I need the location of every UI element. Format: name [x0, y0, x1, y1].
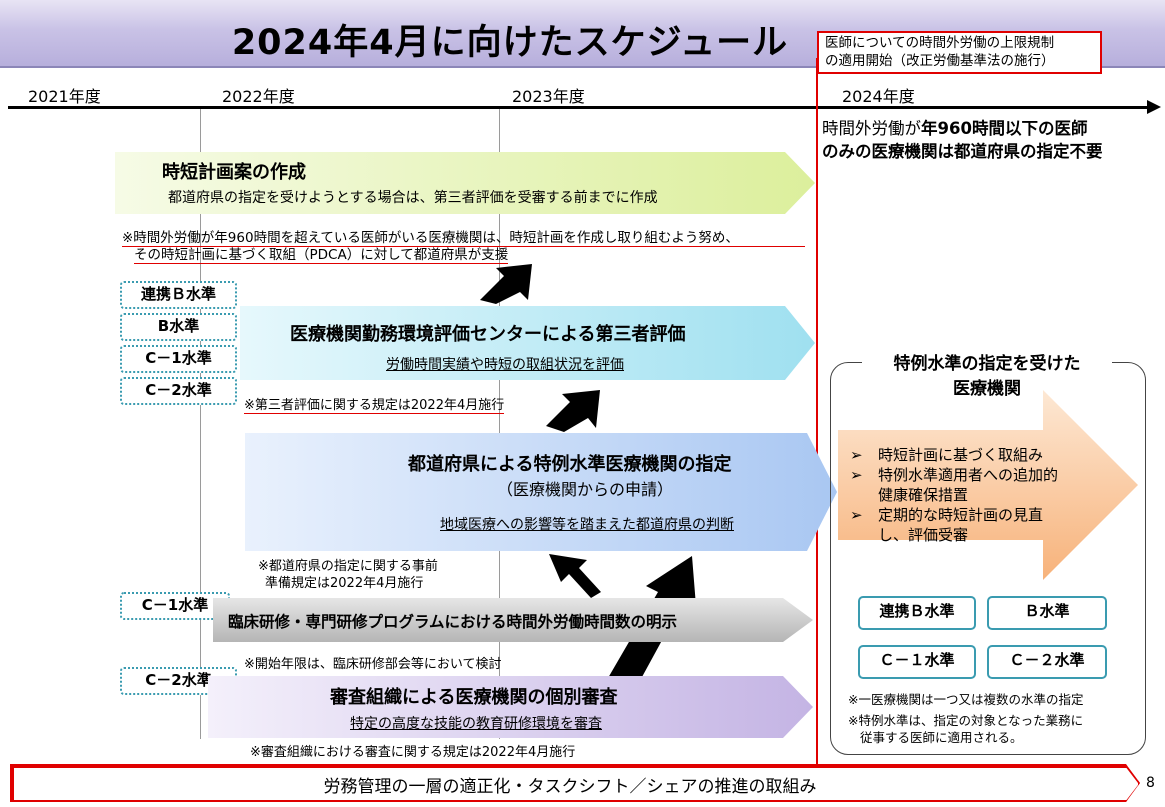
flow-arrow-1	[480, 264, 532, 304]
panel-level-renkei-b: 連携Ｂ水準	[858, 596, 976, 630]
step-individual-review	[208, 676, 813, 738]
step3-note2: 準備規定は2022年4月施行	[265, 576, 424, 591]
timeline-arrowhead	[1147, 100, 1161, 114]
page-title: 2024年4月に向けたスケジュール	[231, 23, 789, 63]
no-designation-text3: のみの医療機関は都道府県の指定不要	[822, 142, 1103, 161]
no-designation-note: 時間外労働が年960時間以下の医師 のみの医療機関は都道府県の指定不要	[822, 117, 1103, 163]
bullet-2-cont: 健康確保措置	[878, 486, 969, 504]
flow-arrow-2	[546, 390, 600, 432]
bullet-2: 特例水準適用者への追加的	[878, 466, 1059, 484]
year-divider-2023	[499, 109, 500, 739]
step5-title: 審査組織による医療機関の個別審査	[330, 687, 618, 708]
page-number: 8	[1146, 775, 1155, 791]
step2-title: 医療機関勤務環境評価センターによる第三者評価	[290, 324, 686, 345]
april-2024-deadline-line	[816, 58, 818, 765]
bullet-3: 定期的な時短計画の見直	[878, 506, 1044, 524]
panel-note2: ※特例水準は、指定の対象となった業務に	[848, 713, 1084, 728]
panel-title: 特例水準の指定を受けた 医療機関	[862, 352, 1112, 402]
year-2024: 2024年度	[842, 87, 915, 106]
panel-level-b: Ｂ水準	[987, 596, 1107, 630]
step-plan-creation	[115, 152, 815, 214]
timeline-axis	[8, 106, 1153, 109]
step5-desc: 特定の高度な技能の教育研修環境を審査	[350, 716, 602, 732]
level-renkei-b: 連携Ｂ水準	[120, 281, 237, 309]
step1-title: 時短計画案の作成	[162, 162, 306, 183]
year-divider-2022	[200, 109, 201, 739]
bottom-banner-text: 労務管理の一層の適正化・タスクシフト／シェアの推進の取組み	[323, 777, 817, 797]
step2-note: ※第三者評価に関する規定は2022年4月施行	[244, 394, 505, 414]
year-2023: 2023年度	[512, 87, 585, 106]
step2-desc: 労働時間実績や時短の取組状況を評価	[386, 357, 624, 373]
step4-note: ※開始年限は、臨床研修部会等において検討	[244, 657, 502, 672]
panel-note3: 従事する医師に適用される。	[860, 730, 1023, 745]
step3-sub: （医療機関からの申請）	[497, 480, 674, 499]
step-training-program-disclosure	[213, 598, 813, 642]
level-c2: C－2水準	[120, 377, 237, 405]
step1-note1: ※時間外労働が年960時間を超えている医師がいる医療機関は、時短計画を作成し取り…	[122, 226, 805, 247]
bullet-3-cont: し、評価受審	[878, 526, 969, 544]
regulation-note-line2: の適用開始（改正労働基準法の施行）	[825, 53, 1055, 69]
no-designation-text1: 時間外労働が	[822, 119, 921, 138]
regulation-note-line1: 医師についての時間外労働の上限規制	[825, 35, 1055, 51]
panel-level-c2: Ｃ－２水準	[987, 645, 1107, 679]
step-prefecture-designation	[245, 433, 837, 551]
level-c1: C－1水準	[120, 345, 237, 373]
bullet-1: 時短計画に基づく取組み	[878, 446, 1044, 464]
panel-bullets: ➢時短計画に基づく取組み ➢特例水準適用者への追加的 健康確保措置 ➢定期的な時…	[850, 446, 1059, 544]
no-designation-text2: 年960時間以下の医師	[921, 119, 1088, 138]
panel-title-line2: 医療機関	[953, 379, 1021, 399]
panel-note1: ※一医療機関は一つ又は複数の水準の指定	[848, 692, 1084, 707]
step-third-party-evaluation	[240, 306, 815, 380]
level-b: B水準	[120, 313, 237, 341]
regulation-start-note: 医師についての時間外労働の上限規制 の適用開始（改正労働基準法の施行）	[817, 31, 1102, 74]
step4-level-c1: C－1水準	[120, 592, 230, 620]
panel-level-c1: Ｃ－１水準	[858, 645, 976, 679]
year-2022: 2022年度	[222, 87, 295, 106]
step5-note: ※審査組織における審査に関する規定は2022年4月施行	[250, 745, 576, 760]
step1-note2: その時短計画に基づく取組（PDCA）に対して都道府県が支援	[134, 243, 509, 264]
step4-title: 臨床研修・専門研修プログラムにおける時間外労働時間数の明示	[228, 613, 678, 631]
panel-title-line1: 特例水準の指定を受けた	[893, 354, 1081, 374]
step1-desc: 都道府県の指定を受けようとする場合は、第三者評価を受審する前までに作成	[168, 190, 658, 206]
year-2021: 2021年度	[28, 87, 101, 106]
step3-desc: 地域医療への影響等を踏まえた都道府県の判断	[440, 517, 734, 533]
step3-title: 都道府県による特例水準医療機関の指定	[408, 454, 732, 475]
step3-note1: ※都道府県の指定に関する事前	[258, 559, 438, 574]
flow-arrow-up-1	[549, 554, 601, 598]
